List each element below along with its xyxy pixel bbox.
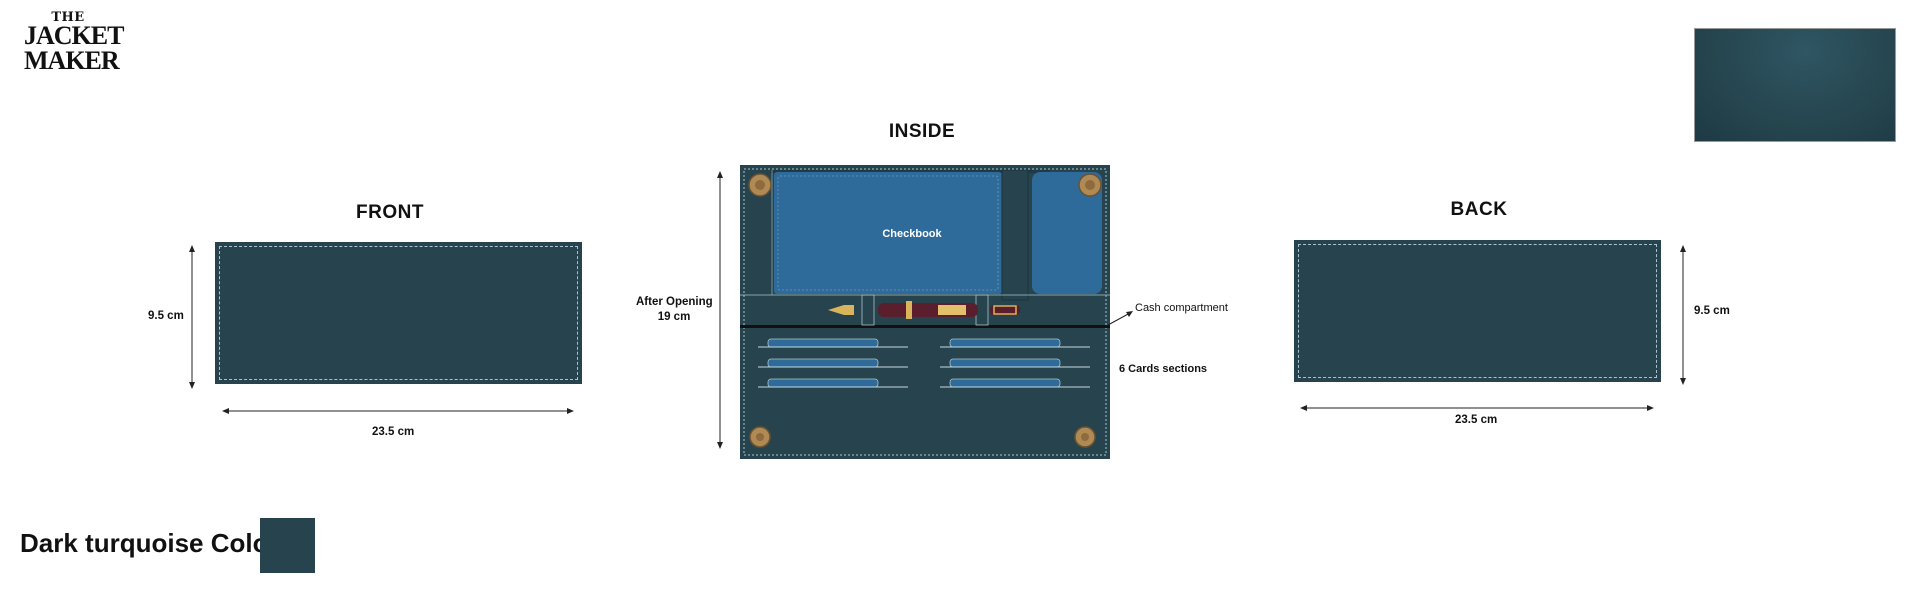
checkbook-pocket	[774, 172, 1002, 294]
back-height-label: 9.5 cm	[1694, 305, 1730, 317]
back-title: BACK	[1450, 199, 1508, 220]
back-panel	[1294, 240, 1661, 382]
brand-line-1: THE	[51, 10, 85, 25]
opening-label-line-1: After Opening	[636, 296, 713, 308]
inside-opening-label: After Opening 19 cm	[636, 295, 713, 325]
cards-sections-label: 6 Cards sections	[1119, 363, 1208, 375]
leather-texture-swatch	[1694, 28, 1896, 142]
inside-title: INSIDE	[888, 121, 956, 142]
back-width-arrow	[1300, 405, 1654, 411]
cash-pointer-arrow	[1107, 311, 1133, 326]
cash-compartment-label: Cash compartment	[1135, 302, 1228, 314]
checkbook-label: Checkbook	[882, 228, 942, 240]
brand-logo: THE JACKET MAKER	[24, 10, 124, 76]
opening-label-line-2: 19 cm	[657, 311, 691, 323]
brand-line-2: JACKET	[24, 21, 124, 51]
back-width-label: 23.5 cm	[1455, 414, 1498, 426]
front-panel	[215, 242, 582, 384]
front-width-arrow	[222, 408, 574, 414]
color-swatch	[260, 518, 315, 573]
inside-wallet-illustration: Checkbook	[740, 165, 1110, 459]
color-name-label: Dark turquoise Color	[20, 528, 279, 558]
front-height-label: 9.5 cm	[148, 310, 184, 322]
front-height-arrow	[189, 245, 195, 389]
inside-height-arrow	[717, 171, 723, 449]
back-height-arrow	[1680, 245, 1686, 385]
front-title: FRONT	[356, 202, 424, 223]
front-width-label: 23.5 cm	[372, 426, 415, 438]
brand-line-3: MAKER	[24, 46, 120, 76]
